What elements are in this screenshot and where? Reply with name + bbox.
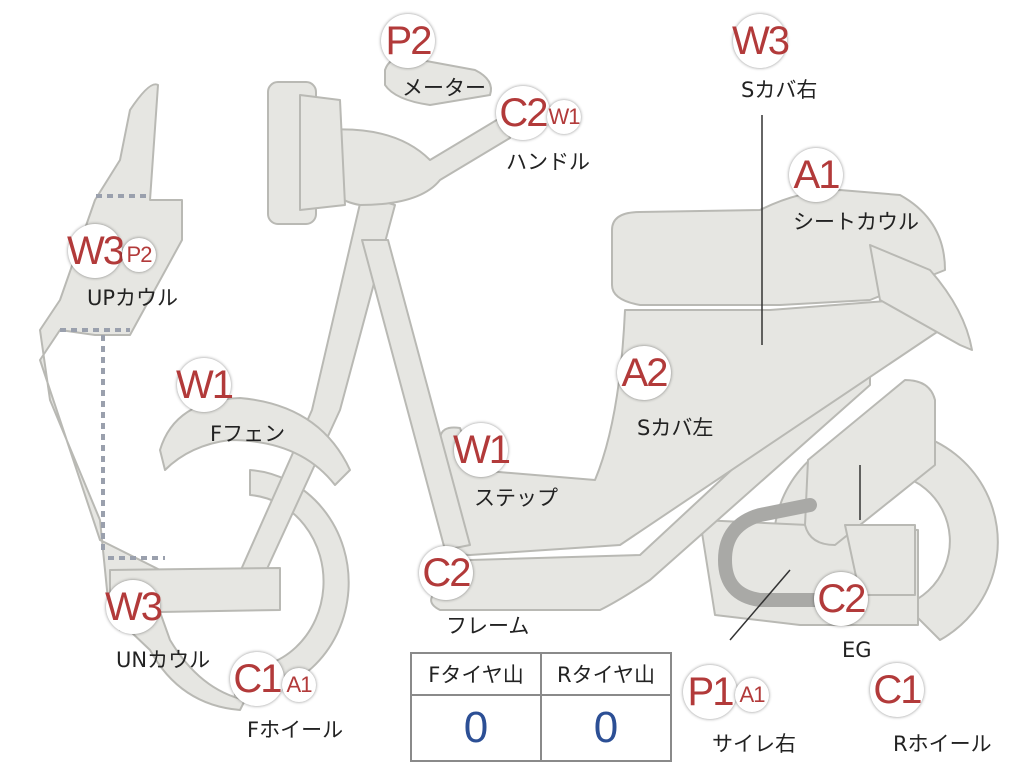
handle-grade-badge: C2	[496, 86, 550, 140]
r-tire-header: Rタイヤ山	[540, 652, 672, 696]
step-label: ステップ	[474, 486, 558, 510]
engine-label: EG	[842, 638, 872, 662]
front-cowl	[39, 83, 183, 631]
frame-grade-badge: C2	[419, 546, 473, 600]
s-cover-right-label: Sカバ右	[741, 78, 818, 102]
muffler	[804, 379, 936, 546]
r-wheel-label: Rホイール	[893, 732, 992, 756]
frame-label: フレーム	[446, 614, 530, 638]
f-wheel-grade-badge-secondary: A1	[282, 668, 316, 702]
un-cowl-label: UNカウル	[116, 648, 211, 672]
s-cover-left-label: Sカバ左	[637, 416, 714, 440]
f-tire-value: 0	[410, 694, 542, 762]
tire-tread-table: Fタイヤ山 Rタイヤ山 0 0	[410, 652, 672, 762]
f-fender-label: Fフェン	[210, 422, 286, 446]
up-cowl-label: UPカウル	[87, 286, 179, 310]
meter-grade-badge: P2	[381, 14, 435, 68]
tail-cowl	[869, 244, 973, 351]
up-cowl-grade-badge: W3	[67, 224, 125, 278]
engine-grade-badge: C2	[814, 572, 868, 626]
f-tire-header: Fタイヤ山	[410, 652, 542, 696]
side-right-grade-badge: P1	[683, 665, 737, 719]
seat-cowl-grade-badge: A1	[789, 148, 843, 202]
meter-label: メーター	[402, 76, 486, 100]
un-cowl-grade-badge: W3	[105, 580, 163, 634]
side-right-label: サイレ右	[712, 732, 796, 756]
down-tube	[361, 239, 471, 551]
f-fender-grade-badge: W1	[176, 358, 234, 412]
s-cover-right-grade-badge: W3	[732, 14, 790, 68]
handlebar	[324, 114, 511, 206]
f-wheel-label: Fホイール	[247, 718, 344, 742]
handle-grade-badge-secondary: W1	[547, 100, 581, 134]
exhaust-pipe	[717, 498, 847, 607]
f-wheel-grade-badge: C1	[230, 652, 284, 706]
headlight-rim	[299, 94, 346, 211]
step-grade-badge: W1	[453, 423, 511, 477]
r-tire-value: 0	[540, 694, 672, 762]
s-cover-left-grade-badge: A2	[617, 346, 671, 400]
handle-label: ハンドル	[506, 150, 590, 174]
side-right-grade-badge-secondary: A1	[735, 678, 769, 712]
seat-cowl-label: シートカウル	[793, 210, 919, 234]
up-cowl-grade-badge-secondary: P2	[122, 238, 156, 272]
r-wheel-grade-badge: C1	[870, 663, 924, 717]
seat	[611, 189, 946, 306]
